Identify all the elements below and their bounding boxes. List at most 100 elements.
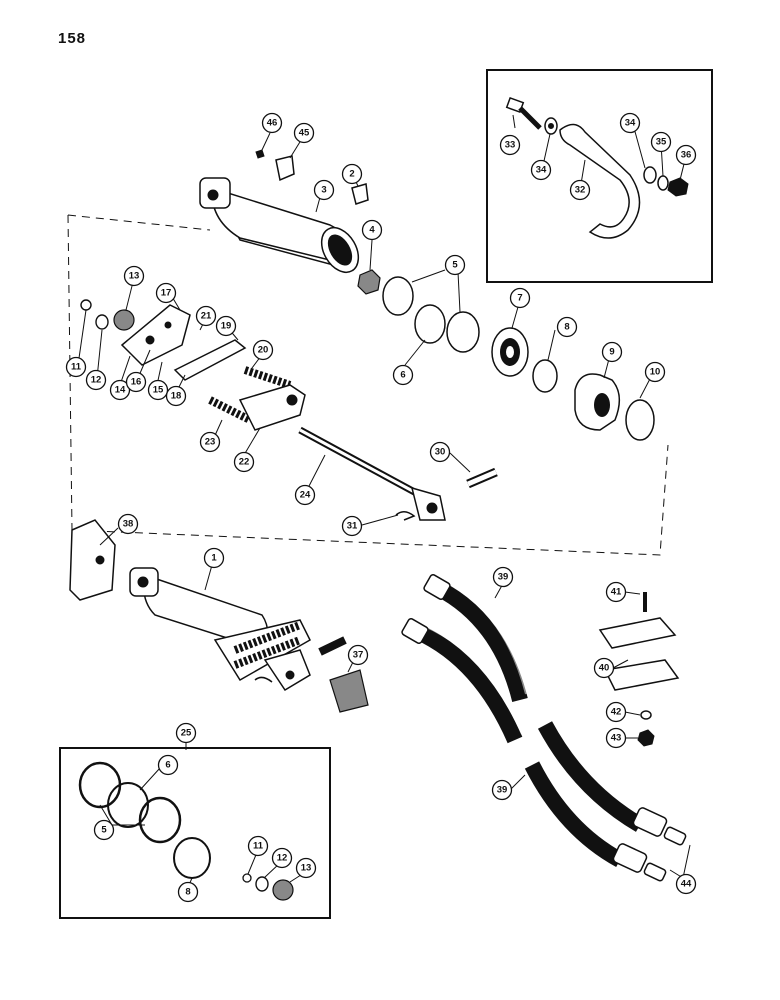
callout-37: 37 [347, 644, 369, 666]
svg-text:43: 43 [611, 733, 622, 744]
callout-21: 21 [195, 305, 217, 327]
svg-text:15: 15 [153, 385, 164, 396]
washer-part [95, 314, 109, 330]
callout-17: 17 [155, 282, 177, 304]
piston-rod-part [298, 426, 446, 521]
callout-9: 9 [601, 341, 623, 363]
callout-33: 33 [499, 134, 521, 156]
callout-5: 5 [93, 819, 115, 841]
svg-text:3: 3 [321, 185, 326, 196]
callout-30: 30 [429, 441, 451, 463]
callout-23: 23 [199, 431, 221, 453]
clamp-part [598, 617, 677, 649]
pin-part [318, 636, 347, 656]
svg-text:34: 34 [625, 118, 636, 129]
hose-part [401, 618, 523, 744]
svg-text:30: 30 [435, 447, 446, 458]
svg-text:14: 14 [115, 385, 126, 396]
svg-text:41: 41 [611, 587, 622, 598]
callout-25: 25 [175, 722, 197, 744]
callout-42: 42 [605, 701, 627, 723]
callout-13: 13 [123, 265, 145, 287]
svg-text:32: 32 [575, 185, 586, 196]
callout-43: 43 [605, 727, 627, 749]
svg-text:5: 5 [452, 260, 458, 271]
callout-11: 11 [247, 835, 269, 857]
hose-part [537, 721, 687, 846]
callout-14: 14 [109, 379, 131, 401]
hose-part [423, 574, 528, 702]
callout-39: 39 [492, 566, 514, 588]
backup-ring-part [382, 276, 414, 316]
callout-46: 46 [261, 112, 283, 134]
callout-36: 36 [675, 144, 697, 166]
callout-34: 34 [619, 112, 641, 134]
svg-text:17: 17 [161, 288, 172, 299]
callout-35: 35 [650, 131, 672, 153]
decal-part [329, 669, 369, 713]
svg-text:45: 45 [299, 128, 310, 139]
callout-34: 34 [530, 159, 552, 181]
backup-ring-part [446, 311, 480, 353]
svg-text:31: 31 [347, 521, 358, 532]
bolt-part [505, 96, 542, 130]
washer-part [255, 876, 269, 892]
elbow-fitting-part [351, 183, 369, 205]
svg-text:5: 5 [101, 825, 107, 836]
svg-text:6: 6 [165, 760, 170, 771]
callout-6: 6 [157, 754, 179, 776]
callout-38: 38 [117, 513, 139, 535]
svg-text:20: 20 [258, 345, 269, 356]
callout-20: 20 [252, 339, 274, 361]
svg-text:35: 35 [656, 137, 667, 148]
spring-part [243, 366, 292, 389]
o-ring-part [532, 359, 558, 393]
gland-part [574, 373, 621, 431]
ring-part [242, 873, 252, 883]
svg-text:18: 18 [171, 391, 182, 402]
svg-text:9: 9 [609, 347, 614, 358]
svg-text:38: 38 [123, 519, 134, 530]
cylinder-barrel-part [199, 177, 360, 274]
svg-text:39: 39 [498, 572, 509, 583]
callout-15: 15 [147, 379, 169, 401]
svg-text:23: 23 [205, 437, 216, 448]
clamp-part [603, 659, 680, 691]
svg-text:24: 24 [300, 490, 311, 501]
callout-11: 11 [65, 356, 87, 378]
o-ring-part [107, 782, 149, 828]
link-part [173, 339, 247, 381]
callout-41: 41 [605, 581, 627, 603]
cotter-pin-part [254, 676, 273, 683]
o-ring-part [414, 304, 446, 344]
spring-part [208, 396, 252, 424]
o-ring-part [173, 837, 211, 879]
nut-part [637, 729, 655, 747]
plug-part [255, 149, 265, 159]
callout-45: 45 [293, 122, 315, 144]
callout-6: 6 [392, 364, 414, 386]
pin-part [466, 467, 498, 489]
backup-ring-part [138, 796, 182, 844]
bracket-part [69, 519, 116, 601]
callout-31: 31 [341, 515, 363, 537]
callout-12: 12 [271, 847, 293, 869]
svg-text:16: 16 [131, 377, 142, 388]
seal-kit-inset-box [59, 747, 331, 919]
callout-13: 13 [295, 857, 317, 879]
svg-text:12: 12 [277, 853, 288, 864]
nut-part [357, 269, 381, 295]
callout-7: 7 [509, 287, 531, 309]
wiper-part [272, 879, 294, 901]
svg-text:36: 36 [681, 150, 692, 161]
svg-text:11: 11 [71, 362, 82, 373]
svg-text:25: 25 [181, 728, 192, 739]
svg-text:10: 10 [650, 367, 661, 378]
stop-plate-part [120, 304, 191, 366]
nut-part [667, 177, 689, 197]
callout-19: 19 [215, 315, 237, 337]
backup-ring-part [78, 761, 122, 809]
svg-text:4: 4 [369, 225, 375, 236]
page-number: 158 [58, 30, 87, 47]
